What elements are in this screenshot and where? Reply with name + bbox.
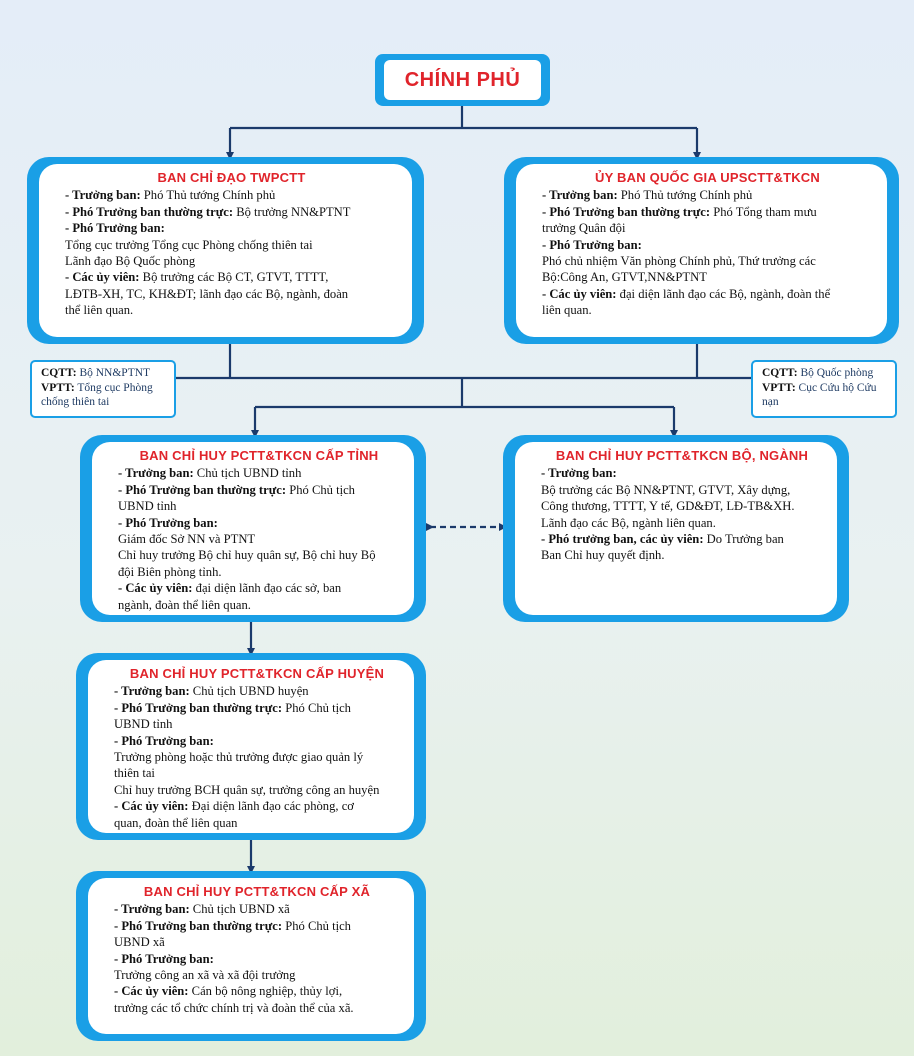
uy-ban-title: ỦY BAN QUỐC GIA UPSCTT&TKCN bbox=[595, 170, 820, 185]
truong-ban-value: Phó Thủ tướng Chính phủ bbox=[617, 188, 753, 203]
vptt-value-line: nạn bbox=[762, 396, 779, 408]
pho-truong-ban-thuong-truc-value: Phó Chủ tịch bbox=[282, 918, 351, 933]
cap-huyen-title: BAN CHỈ HUY PCTT&TKCN CẤP HUYỆN bbox=[129, 666, 385, 681]
label-truong-ban: - Trưởng ban: bbox=[542, 188, 618, 203]
cap-huyen-box: BAN CHỈ HUY PCTT&TKCN CẤP HUYỆN - Trưởng… bbox=[76, 653, 426, 840]
vptt-value-line: chống thiên tai bbox=[41, 396, 110, 408]
label-cac-uy-vien: - Các ủy viên: bbox=[114, 799, 189, 814]
uy-vien-line: ngành, đoàn thể liên quan. bbox=[118, 597, 251, 612]
uy-vien-line: Đại diện lãnh đạo các phòng, cơ bbox=[188, 799, 354, 814]
pho-truong-ban-line: Trưởng công an xã và xã đội trưởng bbox=[114, 968, 296, 983]
pho-truong-ban-line: Chỉ huy trưởng BCH quân sự, trưởng công … bbox=[114, 782, 380, 797]
vptt-value: Cục Cứu hộ Cứu bbox=[795, 381, 877, 394]
pho-truong-ban-thuong-truc-line: UBND tỉnh bbox=[114, 717, 173, 732]
cq-left-box: CQTT: Bộ NN&PTNT VPTT: Tổng cục Phòng ch… bbox=[30, 360, 176, 418]
label-pho-truong-ban: - Phó Trưởng ban: bbox=[542, 237, 642, 252]
cap-tinh-box: BAN CHỈ HUY PCTT&TKCN CẤP TỈNH - Trưởng … bbox=[80, 435, 426, 622]
truong-ban-line: Công thương, TTTT, Y tế, GD&ĐT, LĐ-TB&XH… bbox=[541, 499, 795, 514]
label-pho-truong-ban: - Phó Trưởng ban: bbox=[114, 951, 214, 966]
label-cac-uy-vien: - Các ủy viên: bbox=[118, 581, 193, 596]
uy-vien-line: đại diện lãnh đạo các Bộ, ngành, đoàn th… bbox=[616, 286, 831, 301]
label-pho-truong-ban-thuong-truc: - Phó Trưởng ban thường trực: bbox=[114, 918, 283, 933]
vptt-value: Tổng cục Phòng bbox=[74, 381, 153, 394]
truong-ban-value: Chủ tịch UBND xã bbox=[189, 902, 290, 917]
label-truong-ban: - Trưởng ban: bbox=[118, 466, 194, 481]
uy-vien-line: Cán bộ nông nghiệp, thủy lợi, bbox=[188, 984, 343, 999]
label-cac-uy-vien: - Các ủy viên: bbox=[114, 984, 189, 999]
truong-ban-line: Lãnh đạo các Bộ, ngành liên quan. bbox=[541, 515, 716, 530]
label-pho-truong-ban-thuong-truc: - Phó Trưởng ban thường trực: bbox=[542, 204, 711, 219]
pho-truong-ban-thuong-truc-line: trưởng Quân đội bbox=[542, 221, 626, 236]
pho-truong-ban-line: đội Biên phòng tỉnh. bbox=[118, 564, 222, 579]
label-truong-ban: - Trưởng ban: bbox=[114, 902, 190, 917]
cqtt-value: Bộ Quốc phòng bbox=[797, 367, 874, 379]
pho-truong-ban-thuong-truc-value: Phó Tổng tham mưu bbox=[710, 204, 817, 219]
pho-truong-ban-line: Bộ:Công An, GTVT,NN&PTNT bbox=[542, 270, 707, 285]
cap-xa-title: BAN CHỈ HUY PCTT&TKCN CẤP XÃ bbox=[143, 884, 371, 899]
label-truong-ban: - Trưởng ban: bbox=[541, 466, 617, 481]
pho-truong-ban-value: Do Trưởng ban bbox=[703, 532, 784, 547]
uy-ban-quoc-gia-box: ỦY BAN QUỐC GIA UPSCTT&TKCN - Trưởng ban… bbox=[504, 157, 899, 344]
pho-truong-ban-thuong-truc-value: Bộ trưởng NN&PTNT bbox=[233, 204, 351, 219]
pho-truong-ban-line: Phó chủ nhiệm Văn phòng Chính phủ, Thứ t… bbox=[542, 254, 816, 269]
label-pho-truong-ban-thuong-truc: - Phó Trưởng ban thường trực: bbox=[114, 700, 283, 715]
pho-truong-ban-thuong-truc-value: Phó Chủ tịch bbox=[282, 700, 351, 715]
chinh-phu-box: CHÍNH PHỦ bbox=[375, 54, 550, 106]
label-vptt: VPTT: bbox=[41, 381, 75, 394]
pho-truong-ban-line: Ban Chỉ huy quyết định. bbox=[541, 548, 665, 563]
label-pho-truong-ban: - Phó Trưởng ban: bbox=[114, 733, 214, 748]
label-cac-uy-vien: - Các ủy viên: bbox=[542, 286, 617, 301]
pho-truong-ban-line: Lãnh đạo Bộ Quốc phòng bbox=[65, 254, 196, 269]
truong-ban-value: Chủ tịch UBND huyện bbox=[189, 684, 309, 699]
pho-truong-ban-line: Giám đốc Sở NN và PTNT bbox=[118, 532, 256, 547]
label-cqtt: CQTT: bbox=[41, 367, 77, 379]
chinh-phu-title: CHÍNH PHỦ bbox=[384, 60, 541, 100]
uy-vien-line: trưởng các tổ chức chính trị và đoàn thể… bbox=[114, 1000, 354, 1015]
pho-truong-ban-line: Trưởng phòng hoặc thủ trưởng được giao q… bbox=[114, 750, 364, 765]
cqtt-value: Bộ NN&PTNT bbox=[76, 367, 151, 379]
cap-tinh-title: BAN CHỈ HUY PCTT&TKCN CẤP TỈNH bbox=[139, 448, 379, 463]
ban-chi-dao-title: BAN CHỈ ĐẠO TWPCTT bbox=[157, 170, 306, 185]
uy-vien-line: thể liên quan. bbox=[65, 303, 134, 318]
pho-truong-ban-line: thiên tai bbox=[114, 766, 155, 781]
pho-truong-ban-line: Tổng cục trưởng Tổng cục Phòng chống thi… bbox=[65, 237, 313, 252]
truong-ban-value: Phó Thủ tướng Chính phủ bbox=[140, 188, 276, 203]
truong-ban-line: Bộ trưởng các Bộ NN&PTNT, GTVT, Xây dựng… bbox=[541, 482, 791, 497]
uy-vien-line: LĐTB-XH, TC, KH&ĐT; lãnh đạo các Bộ, ngà… bbox=[65, 286, 349, 301]
label-truong-ban: - Trưởng ban: bbox=[114, 684, 190, 699]
ban-chi-dao-box: BAN CHỈ ĐẠO TWPCTT - Trưởng ban: Phó Thủ… bbox=[27, 157, 424, 344]
pho-truong-ban-thuong-truc-line: UBND tỉnh bbox=[118, 499, 177, 514]
label-truong-ban: - Trưởng ban: bbox=[65, 188, 141, 203]
cap-xa-box: BAN CHỈ HUY PCTT&TKCN CẤP XÃ - Trưởng ba… bbox=[76, 871, 426, 1041]
label-pho-truong-ban: - Phó Trưởng ban: bbox=[65, 221, 165, 236]
pho-truong-ban-thuong-truc-line: UBND xã bbox=[114, 935, 165, 950]
truong-ban-value: Chủ tịch UBND tỉnh bbox=[193, 466, 302, 481]
uy-vien-line: đại diện lãnh đạo các sở, ban bbox=[192, 581, 342, 596]
uy-vien-line: quan, đoàn thể liên quan bbox=[114, 815, 238, 830]
pho-truong-ban-thuong-truc-value: Phó Chủ tịch bbox=[286, 482, 355, 497]
label-pho-truong-ban-thuong-truc: - Phó Trưởng ban thường trực: bbox=[65, 204, 234, 219]
cq-right-box: CQTT: Bộ Quốc phòng VPTT: Cục Cứu hộ Cứu… bbox=[751, 360, 897, 418]
uy-vien-line: liên quan. bbox=[542, 303, 592, 318]
label-vptt: VPTT: bbox=[762, 381, 796, 394]
pho-truong-ban-line: Chỉ huy trưởng Bộ chỉ huy quân sự, Bộ ch… bbox=[118, 548, 376, 563]
label-pho-truong-ban-uy-vien: - Phó trưởng ban, các ủy viên: bbox=[541, 532, 704, 547]
uy-vien-line: Bộ trưởng các Bộ CT, GTVT, TTTT, bbox=[139, 270, 329, 285]
label-cac-uy-vien: - Các ủy viên: bbox=[65, 270, 140, 285]
label-pho-truong-ban: - Phó Trưởng ban: bbox=[118, 515, 218, 530]
label-cqtt: CQTT: bbox=[762, 367, 798, 379]
bo-nganh-title: BAN CHỈ HUY PCTT&TKCN BỘ, NGÀNH bbox=[555, 448, 809, 463]
bo-nganh-box: BAN CHỈ HUY PCTT&TKCN BỘ, NGÀNH - Trưởng… bbox=[503, 435, 849, 622]
label-pho-truong-ban-thuong-truc: - Phó Trưởng ban thường trực: bbox=[118, 482, 287, 497]
